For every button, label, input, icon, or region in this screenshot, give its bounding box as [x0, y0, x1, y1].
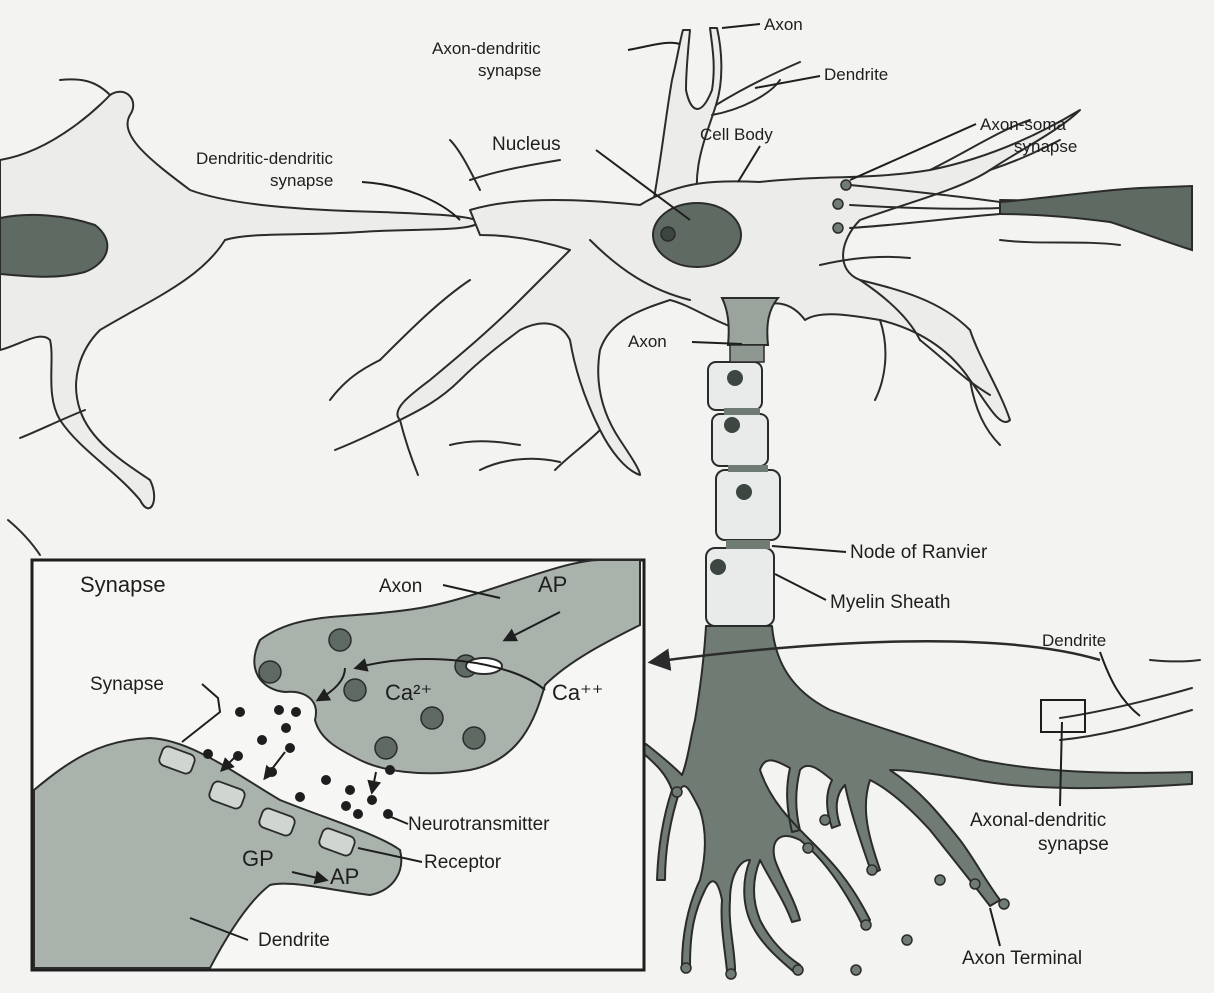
cell-body-leader [738, 146, 760, 182]
vesicle [344, 679, 366, 701]
terminal-bouton [935, 875, 945, 885]
myelin-segment [712, 414, 768, 466]
node-of-ranvier-gap [724, 408, 760, 415]
terminal-bouton [793, 965, 803, 975]
inset-ca-inside: Ca²⁺ [385, 680, 432, 705]
dendrite-branch [875, 320, 885, 400]
axon-terminal-label: Axon Terminal [962, 948, 1082, 969]
axon-hillock [722, 298, 778, 345]
vesicle [329, 629, 351, 651]
terminal-bouton [902, 935, 912, 945]
axon-terminal-tree [640, 626, 1200, 979]
axon-terminal [640, 626, 1192, 972]
dendrite-branch [470, 160, 560, 180]
schwann-nucleus [724, 417, 740, 433]
myelin-segment [716, 470, 780, 540]
vesicle [375, 737, 397, 759]
dendrite-right-label: Dendrite [1042, 631, 1106, 650]
left-branch [8, 520, 40, 555]
inset-ap-top: AP [538, 572, 567, 597]
terminal-bouton [803, 843, 813, 853]
axon-terminal-leader [990, 908, 1000, 946]
inset-dendrite-label: Dendrite [258, 930, 330, 951]
node-of-ranvier-label: Node of Ranvier [850, 542, 988, 563]
calcium-channel [466, 658, 502, 674]
dendrite-branch [450, 441, 520, 445]
axon-mid-label: Axon [628, 332, 667, 351]
synapse-bouton [841, 180, 851, 190]
axon-dendritic-label-2: synapse [478, 61, 541, 80]
axon-top-leader [722, 24, 760, 28]
axon-top-label: Axon [764, 15, 803, 34]
schwann-nucleus [710, 559, 726, 575]
synapse-bouton [833, 223, 843, 233]
dendrite-branch [380, 280, 470, 360]
axonal-dendritic-label-1: Axonal-dendritic [970, 810, 1106, 831]
left-branch [60, 79, 110, 95]
axonal-dendritic-leader [1060, 722, 1062, 806]
vesicle [259, 661, 281, 683]
dendrite-branch [555, 430, 600, 470]
right-dendrite [1150, 660, 1200, 662]
node-of-ranvier-leader [772, 546, 846, 552]
terminal-bouton [861, 920, 871, 930]
terminal-bouton [867, 865, 877, 875]
cell-body-label: Cell Body [700, 125, 773, 144]
nucleolus [661, 227, 675, 241]
inset-title: Synapse [80, 572, 166, 597]
axon-core [730, 345, 764, 362]
dendrite-branch [450, 140, 480, 190]
myelin-sheath-leader [775, 574, 826, 600]
terminal-bouton [820, 815, 830, 825]
terminal-bouton [999, 899, 1009, 909]
node-of-ranvier-gap [728, 465, 768, 472]
terminal-bouton [672, 787, 682, 797]
nucleus-label: Nucleus [492, 134, 561, 155]
synapse-bouton [833, 199, 843, 209]
dendrite-branch [480, 459, 560, 470]
myelin-sheath-label: Myelin Sheath [830, 592, 950, 613]
axon-column [706, 298, 780, 626]
incoming-axon [1000, 186, 1192, 250]
axon-soma-label-1: Axon-soma [980, 115, 1067, 134]
axonal-dendritic-label-2: synapse [1038, 834, 1109, 855]
dendritic-dendritic-label-1: Dendritic-dendritic [196, 149, 333, 168]
schwann-nucleus [736, 484, 752, 500]
dendrite-top-label: Dendrite [824, 65, 888, 84]
terminal-bouton [970, 879, 980, 889]
inset-axon-label: Axon [379, 576, 422, 597]
dendrite-branch [335, 420, 400, 450]
dendritic-dendritic-label-2: synapse [270, 171, 333, 190]
schwann-nucleus [727, 370, 743, 386]
axon-soma-label-2: synapse [1014, 137, 1077, 156]
dendrite-branch [1000, 240, 1120, 245]
inset-ap-bottom: AP [330, 864, 359, 889]
terminal-bouton [681, 963, 691, 973]
inset-gp-label: GP [242, 846, 274, 871]
axon-dendritic-label-1: Axon-dendritic [432, 39, 541, 58]
axon-dendritic-leader [628, 43, 680, 50]
dendrite-branch [400, 420, 418, 475]
vesicle [421, 707, 443, 729]
synapse-inset: Synapse Axon AP Ca²⁺ Ca⁺⁺ Synapse Neurot… [32, 560, 644, 970]
inset-receptor-label: Receptor [424, 852, 502, 873]
terminal-bouton [851, 965, 861, 975]
dendrite-branch [330, 360, 380, 400]
node-of-ranvier-gap [726, 540, 770, 549]
vesicle [463, 727, 485, 749]
inset-neurotransmitter-label: Neurotransmitter [408, 814, 550, 835]
inset-synapse-label: Synapse [90, 674, 164, 695]
left-nucleus [0, 215, 107, 277]
terminal-bouton [726, 969, 736, 979]
inset-ca-outside: Ca⁺⁺ [552, 680, 603, 705]
